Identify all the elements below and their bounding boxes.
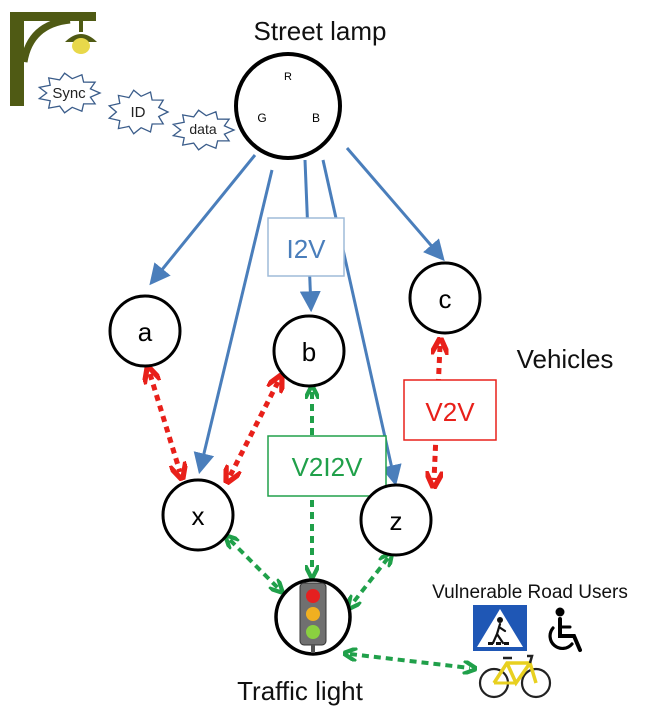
id-burst: ID bbox=[107, 89, 170, 135]
sync-label: Sync bbox=[52, 85, 86, 102]
v2v-label-box: V2V bbox=[403, 379, 497, 441]
street-lamp-title: Street lamp bbox=[254, 16, 387, 46]
v2v-label: V2V bbox=[425, 397, 475, 427]
traffic-light-node bbox=[274, 578, 352, 656]
vehicle-node-x: x bbox=[161, 478, 235, 552]
traffic-light-icon bbox=[299, 582, 327, 653]
i2v-label: I2V bbox=[286, 234, 326, 264]
i2v-arrows bbox=[149, 147, 445, 487]
v2i2v-label-box: V2I2V bbox=[267, 435, 387, 497]
wheelchair-icon bbox=[548, 607, 582, 652]
vehicle-node-z: z bbox=[359, 483, 433, 557]
rgb-g-label: G bbox=[257, 111, 266, 125]
node-z-label: z bbox=[390, 506, 403, 536]
id-label: ID bbox=[131, 104, 146, 121]
v2i2v-arrow-z-light bbox=[352, 558, 388, 604]
node-a-label: a bbox=[138, 317, 153, 347]
sync-burst: Sync bbox=[37, 72, 102, 114]
i2v-arrow-x bbox=[193, 169, 274, 475]
rgb-b-label: B bbox=[312, 111, 320, 125]
node-x-label: x bbox=[192, 501, 205, 531]
v2i2v-label: V2I2V bbox=[292, 452, 363, 482]
data-label: data bbox=[189, 121, 216, 137]
i2v-label-box: I2V bbox=[267, 217, 345, 277]
node-b-label: b bbox=[302, 337, 316, 367]
vehicle-node-a: a bbox=[108, 294, 182, 368]
pedestrian-crossing-icon bbox=[473, 605, 527, 651]
i2v-arrow-c bbox=[345, 147, 445, 262]
bicycle-icon bbox=[478, 654, 552, 699]
rgb-lamp-node: R G B bbox=[234, 52, 342, 160]
v2v-arrow-a-x bbox=[150, 374, 180, 472]
i2v-arrow-z bbox=[321, 159, 402, 487]
v2i2v-arrow-x-light bbox=[230, 540, 278, 588]
vru-label: Vulnerable Road Users bbox=[432, 582, 628, 603]
rgb-r-label: R bbox=[284, 71, 292, 83]
data-burst: data bbox=[171, 109, 236, 151]
vehicle-node-c: c bbox=[408, 261, 482, 335]
i2v-arrow-a bbox=[149, 154, 257, 286]
vehicles-label: Vehicles bbox=[517, 344, 614, 374]
street-lamp-icon bbox=[10, 12, 97, 106]
vehicle-node-b: b bbox=[272, 314, 346, 388]
traffic-light-label: Traffic light bbox=[237, 676, 363, 706]
v2i2v-arrow-light-vru bbox=[350, 654, 470, 668]
node-c-label: c bbox=[439, 284, 452, 314]
